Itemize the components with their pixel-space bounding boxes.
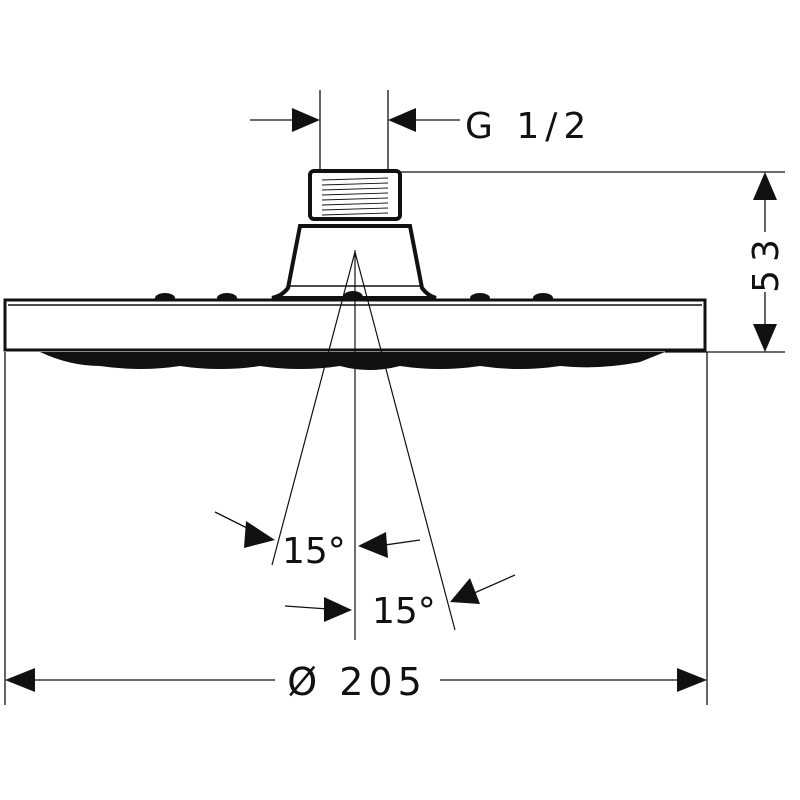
- shower-arm-body: [271, 224, 437, 300]
- height-label: 53: [746, 231, 787, 293]
- angle-label-left: 15°: [282, 531, 346, 572]
- thread-label: G 1/2: [465, 106, 592, 147]
- angle-label-right: 15°: [372, 591, 436, 632]
- diameter-label: Ø 205: [287, 660, 427, 704]
- thread-connector: [308, 169, 402, 221]
- arrowheads: [5, 108, 777, 692]
- bottom-nozzles: [40, 352, 665, 370]
